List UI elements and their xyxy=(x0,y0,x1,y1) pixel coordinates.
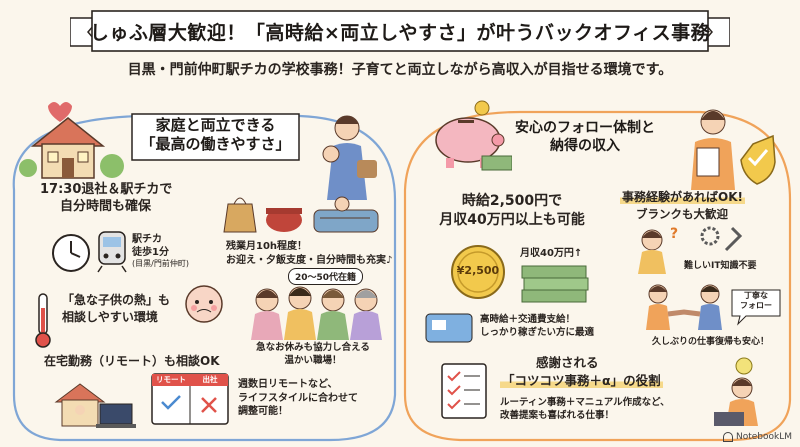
calendar-remote-label: リモート xyxy=(156,375,186,384)
train-icon xyxy=(97,231,127,273)
coin-icon xyxy=(451,245,505,299)
handshake-illustration xyxy=(646,284,722,330)
pay-heading: 時給2,500円で 月収40万円以上も可能 xyxy=(439,193,585,228)
role-heading-line1: 感謝される xyxy=(536,355,599,370)
sick-child-icon xyxy=(185,285,223,323)
left-heading-line2: 「最高の働きやすさ」 xyxy=(140,134,291,153)
staff-shield-illustration xyxy=(691,109,776,190)
role-desc: ルーティン事務＋マニュアル作成など、 改善提案も喜ばれる仕事！ xyxy=(500,397,670,421)
support-note: 急なお休みも協力し合える 温かい職場！ xyxy=(256,342,370,366)
subtitle: 目黒・門前仲町駅チカの学校事務！子育てと両立しながら高収入が目指せる環境です。 xyxy=(127,62,673,78)
title-banner xyxy=(70,10,730,52)
age-badge: 20〜50代在籍 xyxy=(288,268,364,285)
calendar-office-label: 出社 xyxy=(202,375,218,384)
mother-baby-illustration xyxy=(322,115,377,200)
home-life-illustration xyxy=(223,196,379,233)
overtime-note: 残業月10h程度！ お迎え・夕飯支度・自分時間も充実♪ xyxy=(226,241,393,266)
left-heading-line1: 家庭と両立できる xyxy=(155,116,276,134)
station-info: 駅チカ 徒歩1分 (目黒/門前仲町) xyxy=(132,234,189,268)
commute-heading: 17:30退社＆駅チカで 自分時間も確保 xyxy=(40,182,173,214)
thermometer-icon xyxy=(35,293,51,348)
idea-worker-illustration xyxy=(714,357,758,426)
speech-bubble xyxy=(731,289,781,326)
piggy-bank-icon xyxy=(435,100,512,171)
checklist-icon xyxy=(441,363,487,419)
clock-icon xyxy=(52,234,90,272)
remote-note: 週数日リモートなど、 ライフスタイルに合わせて 調整可能！ xyxy=(238,379,358,417)
fever-heading: 「急な子供の熱」も 相談しやすい環境 xyxy=(62,293,171,325)
transit-card-icon xyxy=(425,313,473,343)
experience-heading: 事務経験があればOK! xyxy=(620,190,745,204)
bubble-text: 丁寧な フォロー xyxy=(740,291,772,310)
house-icon xyxy=(19,102,124,179)
pay-note: 高時給＋交通費支給！ しっかり稼ぎたい方に最適 xyxy=(480,314,595,338)
return-note: 久しぶりの仕事復帰も安心！ xyxy=(652,337,770,347)
role-heading-line2: 「コツコツ事務＋α」の役割 xyxy=(500,373,663,388)
coin-label: ¥2,500 xyxy=(456,264,500,277)
no-it-illustration: ? xyxy=(638,226,743,274)
notebooklm-logo: NotebookLM xyxy=(722,432,792,442)
coworkers-illustration xyxy=(251,286,382,340)
remote-work-illustration xyxy=(54,383,136,428)
monthly-label: 月収40万円↑ xyxy=(520,248,583,259)
cash-stack-icon xyxy=(521,265,589,303)
it-note: 難しいIT知識不要 xyxy=(684,261,757,271)
remote-heading: 在宅勤務（リモート）も相談OK xyxy=(44,354,220,368)
notebooklm-icon xyxy=(722,432,733,442)
experience-subheading: ブランクも大歓迎 xyxy=(636,207,728,221)
page-title: しゅふ層大歓迎！「高時給×両立しやすさ」が叶うバックオフィス事務 xyxy=(89,21,711,44)
calendar-icon xyxy=(151,373,229,425)
right-heading: 安心のフォロー体制と 納得の収入 xyxy=(515,120,655,154)
svg-text:?: ? xyxy=(670,226,678,242)
